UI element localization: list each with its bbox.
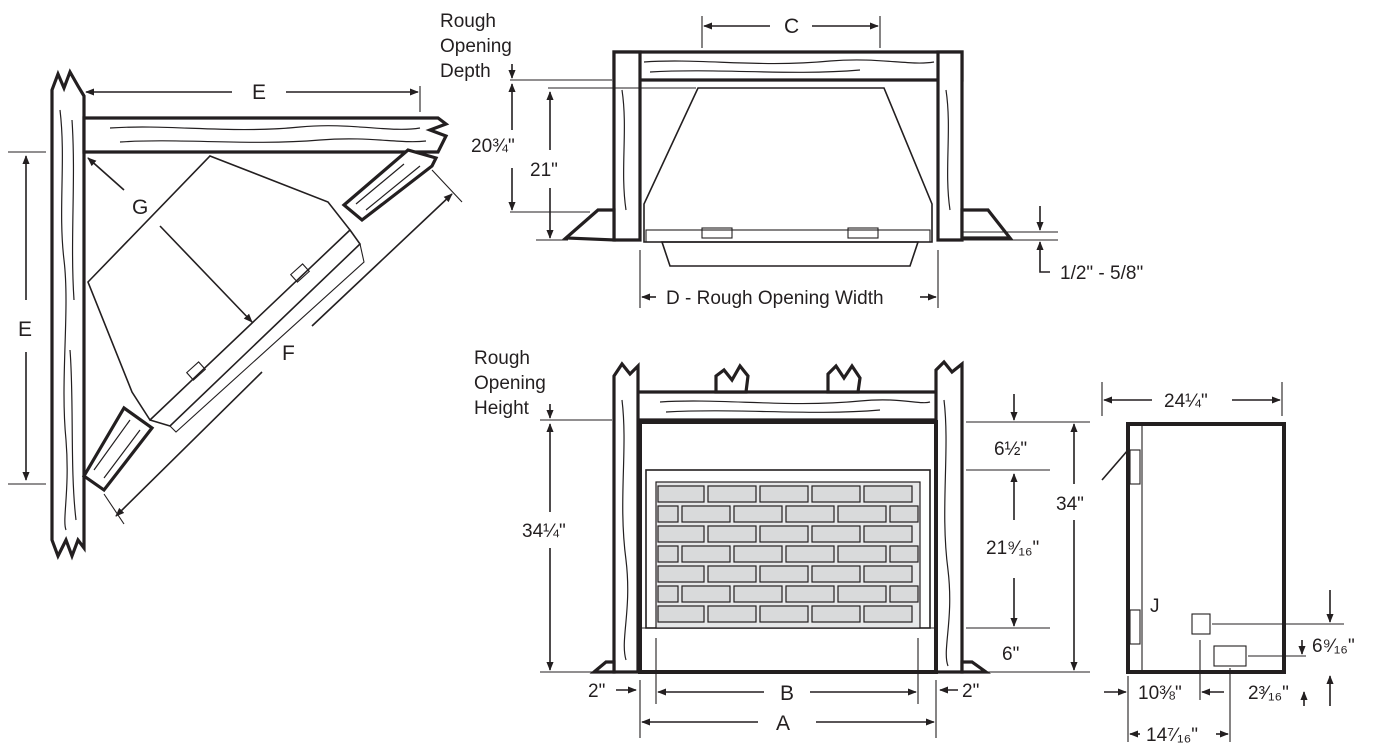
brick xyxy=(863,565,913,583)
brick xyxy=(837,585,887,603)
corner-top-beam xyxy=(82,116,450,154)
brick xyxy=(657,565,705,583)
side-view: 24¼" J 6⁹⁄₁₆" 10⅜" 2³⁄₁₆" 14⁷⁄₁₆" xyxy=(1101,382,1355,746)
height-34-1-4-label: 34¼" xyxy=(522,521,566,542)
dim-j-label: J xyxy=(1150,596,1160,617)
gas-access-lower xyxy=(1213,645,1247,667)
brick xyxy=(733,585,783,603)
brick xyxy=(733,545,783,563)
front-surround xyxy=(638,420,938,674)
rough-opening-height-line-2: Opening xyxy=(474,373,546,394)
brick xyxy=(785,545,835,563)
opening-21-9-16-label: 21⁹⁄₁₆" xyxy=(986,538,1039,559)
dim-d-label: D - Rough Opening Width xyxy=(666,288,884,309)
front-elevation-view: Rough Opening Height B A xyxy=(474,348,1090,738)
brick xyxy=(657,605,705,623)
front-left-flange xyxy=(589,660,616,674)
brick xyxy=(785,585,835,603)
dim-e-top-label: E xyxy=(252,81,266,104)
gas-14-7-16-label: 14⁷⁄₁₆" xyxy=(1146,725,1198,746)
brick xyxy=(657,585,679,603)
brick xyxy=(657,545,679,563)
brick xyxy=(733,505,783,523)
rough-opening-depth-line-3: Depth xyxy=(440,61,491,82)
plan-hood-tray xyxy=(660,241,920,267)
brick xyxy=(759,525,809,543)
brick xyxy=(811,525,861,543)
front-right-flange xyxy=(960,660,991,674)
dim-b-label: B xyxy=(780,682,794,705)
gas-10-3-8-label: 10⅜" xyxy=(1138,683,1182,704)
brick xyxy=(657,505,679,523)
gas-6-9-16-label: 6⁹⁄₁₆" xyxy=(1312,636,1355,657)
depth-20-3-4-label: 20¾" xyxy=(471,136,515,157)
brick xyxy=(811,485,861,503)
corner-installation-view: E E G F xyxy=(8,68,463,561)
top-6-1-2-label: 6½" xyxy=(994,439,1027,460)
brick xyxy=(707,565,757,583)
brick xyxy=(707,605,757,623)
corner-lower-block xyxy=(81,405,155,493)
top-plan-view: Rough Opening Depth C xyxy=(440,11,1143,309)
plan-left-post xyxy=(612,50,642,242)
dim-a-label: A xyxy=(776,712,790,735)
brick xyxy=(863,525,913,543)
plan-left-flange xyxy=(561,208,616,242)
gas-access-upper xyxy=(1191,613,1211,635)
brick xyxy=(889,505,919,523)
rough-opening-height-line-1: Rough xyxy=(474,348,530,369)
dim-g-label: G xyxy=(132,196,148,219)
flush-gap-label: 1/2" - 5/8" xyxy=(1060,263,1143,284)
brick xyxy=(681,505,731,523)
corner-wall-stud xyxy=(50,68,86,561)
dim-f-label: F xyxy=(282,342,295,365)
plan-right-post xyxy=(936,50,964,242)
brick xyxy=(657,485,705,503)
brick xyxy=(707,485,757,503)
brick xyxy=(759,485,809,503)
brick xyxy=(889,545,919,563)
brick xyxy=(707,525,757,543)
brick xyxy=(837,545,887,563)
brick xyxy=(863,485,913,503)
plan-right-flange xyxy=(960,208,1014,240)
dim-c-label: C xyxy=(784,15,799,38)
rough-opening-height-line-3: Height xyxy=(474,398,530,419)
depth-21-label: 21" xyxy=(530,160,558,181)
side-2-right-label: 2" xyxy=(962,681,979,702)
brick xyxy=(657,525,705,543)
brick xyxy=(863,605,913,623)
plan-firebox xyxy=(643,87,933,243)
brick xyxy=(889,585,919,603)
rough-opening-depth-line-2: Opening xyxy=(440,36,512,57)
brick xyxy=(681,585,731,603)
front-cripple-left xyxy=(714,363,750,394)
corner-upper-block xyxy=(341,148,439,223)
base-6-label: 6" xyxy=(1002,644,1019,665)
plan-header-beam xyxy=(612,50,964,82)
brick xyxy=(811,605,861,623)
brick xyxy=(759,565,809,583)
front-header-beam xyxy=(634,390,940,422)
brick xyxy=(811,565,861,583)
side-width-24-1-4-label: 24¼" xyxy=(1164,391,1208,412)
brick xyxy=(681,545,731,563)
dim-e-side-label: E xyxy=(18,318,32,341)
overall-34-label: 34" xyxy=(1056,494,1084,515)
brick xyxy=(837,505,887,523)
rough-opening-depth-line-1: Rough xyxy=(440,11,496,32)
brick xyxy=(759,605,809,623)
side-2-left-label: 2" xyxy=(588,681,605,702)
side-cabinet xyxy=(1126,422,1286,674)
brick xyxy=(785,505,835,523)
gas-2-3-16-label: 2³⁄₁₆" xyxy=(1248,683,1289,704)
brick-courses xyxy=(657,485,919,623)
front-cripple-right xyxy=(826,363,862,394)
